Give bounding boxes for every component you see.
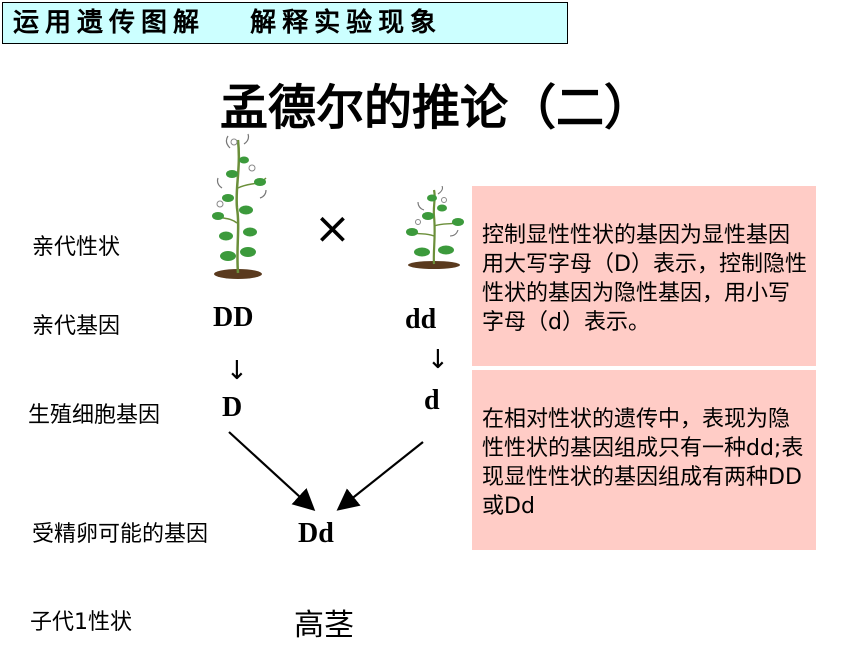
down-arrow-left: ↓ (226, 356, 248, 386)
row-label-offspring-trait: 子代1性状 (30, 610, 132, 635)
note-gene-notation: 控制显性性状的基因为显性基因用大写字母（D）表示，控制隐性性状的基因为隐性基因，… (472, 186, 816, 366)
topic-text: 运用遗传图解 解释实验现象 (13, 8, 443, 38)
topic-banner: 运用遗传图解 解释实验现象 (2, 2, 568, 44)
row-label-parent-genes: 亲代基因 (32, 314, 121, 339)
cross-symbol: × (314, 203, 351, 254)
genotype-parent-left: DD (213, 302, 254, 333)
arrow-right-to-zygote (336, 441, 424, 511)
genotype-parent-right: dd (405, 304, 437, 335)
page-title: 孟德尔的推论（二） (220, 80, 653, 136)
note-genotype-composition-text: 在相对性状的遗传中，表现为隐性性状的基因组成只有一种dd;表现显性性状的基因组成… (482, 407, 804, 519)
tall-pea-plant-icon (212, 133, 267, 279)
genotype-gamete-left: D (222, 392, 243, 423)
row-label-gamete-genes: 生殖细胞基因 (28, 403, 161, 428)
down-arrow-right: ↓ (427, 345, 449, 375)
note-genotype-composition: 在相对性状的遗传中，表现为隐性性状的基因组成只有一种dd;表现显性性状的基因组成… (472, 370, 816, 550)
genotype-gamete-right: d (424, 385, 440, 416)
arrow-left-to-zygote (228, 431, 316, 511)
genotype-zygote: Dd (298, 518, 334, 549)
row-label-zygote-genes: 受精卵可能的基因 (32, 522, 209, 547)
row-label-parent-trait: 亲代性状 (32, 235, 121, 260)
short-pea-plant-icon (406, 186, 464, 269)
offspring-trait-value: 高茎 (294, 608, 354, 643)
note-gene-notation-text: 控制显性性状的基因为显性基因用大写字母（D）表示，控制隐性性状的基因为隐性基因，… (482, 223, 807, 335)
